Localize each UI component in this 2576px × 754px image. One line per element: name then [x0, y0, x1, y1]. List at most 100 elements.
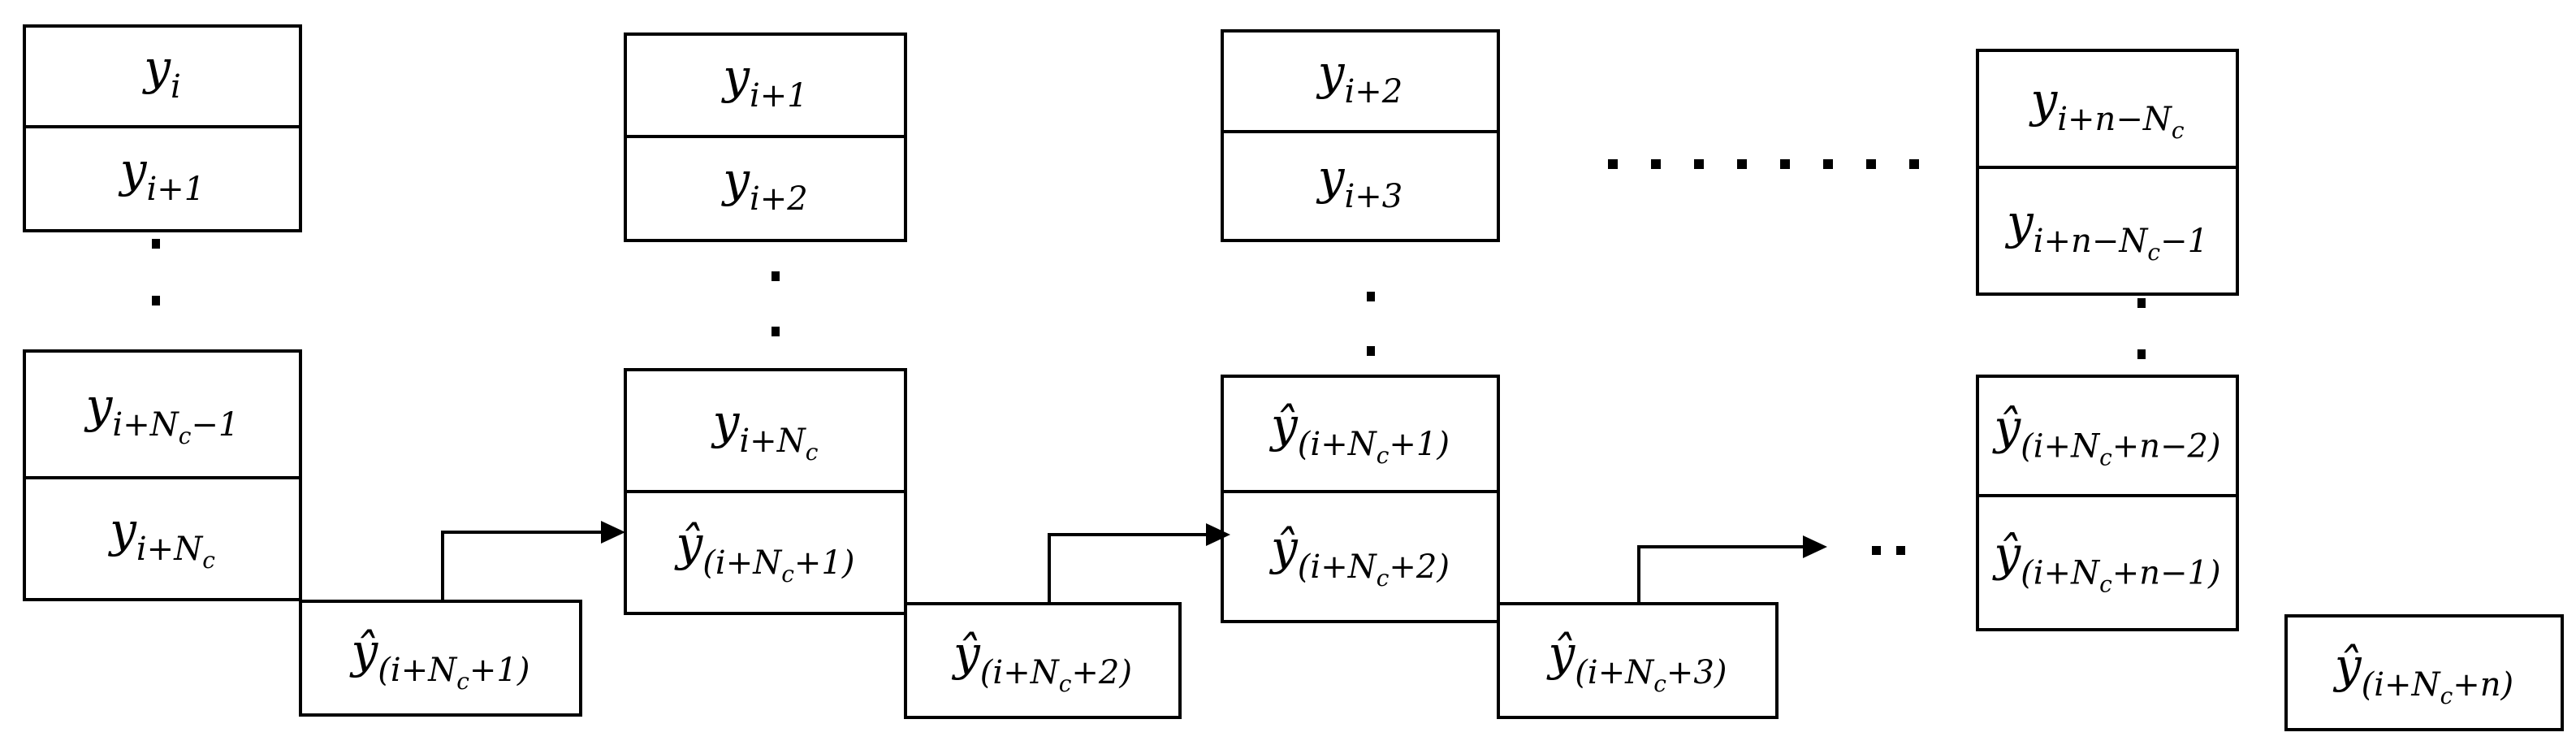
stage-3: yi+2yi+3ŷ(i+Nc+1)ŷ(i+Nc+2)ŷ(i+Nc+3) — [1221, 29, 1779, 719]
stage-2-prediction: ŷ(i+Nc+2) — [904, 602, 1182, 719]
window-cell-box — [624, 490, 907, 615]
stage-3-cell-1: yi+2 — [1221, 29, 1500, 133]
window-cell-label-subscript-tail: +n−2) — [2112, 428, 2221, 466]
vertical-ellipsis-dot — [772, 327, 780, 336]
stage-2-cell-1: yi+1 — [624, 32, 907, 138]
window-cell-label-subscript: i — [171, 68, 181, 106]
window-cell-box — [1221, 130, 1500, 242]
window-cell-box — [23, 24, 302, 128]
window-cell-label-subscript: (i+N — [2021, 428, 2101, 466]
window-cell-label-base: ŷ — [1269, 520, 1299, 575]
window-cell-label: yi+n−Nc — [2028, 72, 2184, 143]
window-cell-label-base: ŷ — [1991, 526, 2021, 582]
window-cell-label-sub-subscript: c — [1377, 565, 1390, 592]
stage-1-prediction: ŷ(i+Nc+1) — [299, 600, 582, 717]
stage-3-cell-3: ŷ(i+Nc+1) — [1221, 375, 1500, 493]
window-cell-label-sub-subscript: c — [179, 422, 192, 449]
window-cell-label-base: y — [107, 502, 137, 557]
window-cell-label: ŷ(i+Nc+1) — [1269, 397, 1450, 468]
window-cell-label-base: ŷ — [674, 516, 704, 571]
window-cell-label-base: y — [84, 378, 114, 433]
window-cell-label: yi+Nc−1 — [84, 378, 240, 448]
horizontal-ellipsis-dot — [1823, 159, 1833, 169]
stage-1-cell-1: yi — [23, 24, 302, 128]
window-cell-box — [1976, 494, 2239, 631]
arrows-layer — [441, 521, 1827, 604]
window-cell-box — [624, 32, 907, 138]
window-cell-label-base: y — [2028, 72, 2058, 128]
window-cell-label-subscript: i+3 — [1345, 178, 1403, 215]
arrow-head-icon — [601, 521, 625, 544]
vertical-ellipsis-dot — [152, 239, 160, 249]
horizontal-ellipsis-dot — [1651, 159, 1661, 169]
window-cell-label-sub-subscript: c — [806, 439, 819, 466]
vertical-ellipsis-dot — [2137, 298, 2146, 308]
prediction-label-subscript: (i+N — [2362, 666, 2442, 704]
prediction-box — [904, 602, 1182, 719]
stage-4-cell-3: ŷ(i+Nc+n−2) — [1976, 375, 2239, 497]
feedback-arrow-line — [1048, 533, 1214, 604]
stage-4-cell-2: yi+n−Nc−1 — [1976, 166, 2239, 296]
window-cell-label-subscript-tail: +1) — [794, 544, 855, 582]
window-cell-box — [1221, 490, 1500, 623]
prediction-label-subscript-tail: +n) — [2453, 666, 2513, 704]
prediction-label-subscript: (i+N — [1575, 654, 1655, 691]
vertical-ellipsis-dot — [1367, 292, 1375, 301]
stage-4-cell-1: yi+n−Nc — [1976, 49, 2239, 169]
prediction-label-subscript-tail: +1) — [469, 652, 530, 689]
prediction-label-sub-subscript: c — [2440, 682, 2453, 709]
window-cell-box — [1976, 49, 2239, 169]
prediction-label-sub-subscript: c — [1653, 670, 1666, 697]
window-cell-label-base: y — [711, 394, 741, 449]
window-cell-label-subscript-tail: −1 — [191, 406, 239, 444]
window-cell-label-subscript: i+2 — [1345, 73, 1403, 110]
window-cell-label-subscript-tail: +2) — [1389, 548, 1450, 586]
window-cell-label-subscript: i+1 — [147, 171, 205, 208]
window-cell-label-subscript: (i+N — [1298, 548, 1378, 586]
prediction-label: ŷ(i+Nc+n) — [2332, 638, 2513, 708]
continuation-dot — [1872, 546, 1881, 555]
window-cell-label-base: y — [141, 40, 171, 95]
window-cell-label: yi+2 — [720, 152, 808, 218]
window-cell-label-base: y — [1316, 45, 1346, 100]
window-cell-label: yi+2 — [1316, 45, 1403, 110]
prediction-label-subscript-tail: +3) — [1666, 654, 1727, 691]
vertical-ellipsis-dot — [2137, 349, 2146, 359]
prediction-label-sub-subscript: c — [1059, 670, 1072, 697]
stage-2: yi+1yi+2yi+Ncŷ(i+Nc+1)ŷ(i+Nc+2) — [624, 32, 1182, 719]
window-cell-label-sub-subscript: c — [2172, 117, 2185, 144]
vertical-ellipsis-dot — [152, 296, 160, 306]
window-cell-label-subscript: i+N — [112, 406, 179, 444]
horizontal-ellipsis-dot — [1737, 159, 1747, 169]
window-cell-box — [1976, 166, 2239, 296]
horizontal-ellipsis-dot — [1909, 159, 1919, 169]
prediction-box — [2284, 614, 2564, 731]
window-cell-label-subscript: i+n−N — [2034, 223, 2150, 260]
window-cell-label-base: y — [720, 49, 750, 104]
stage-4: yi+n−Ncyi+n−Nc−1ŷ(i+Nc+n−2)ŷ(i+Nc+n−1)ŷ(… — [1976, 49, 2564, 731]
ellipsis-layer — [1608, 159, 1919, 555]
prediction-label-base: ŷ — [349, 623, 379, 678]
prediction-label: ŷ(i+Nc+1) — [349, 623, 530, 694]
window-cell-box — [624, 135, 907, 242]
prediction-label-subscript: (i+N — [378, 652, 458, 689]
stage-2-cell-3: yi+Nc — [624, 368, 907, 493]
window-cell-label: yi — [141, 40, 181, 106]
window-cell-label-subscript: (i+N — [1298, 426, 1378, 463]
window-cell-label-base: y — [720, 152, 750, 207]
horizontal-ellipsis-dot — [1608, 159, 1618, 169]
window-cell-label-base: ŷ — [1269, 397, 1299, 453]
window-cell-label-base: ŷ — [1991, 400, 2021, 455]
window-cell-label-sub-subscript: c — [202, 547, 215, 574]
window-cell-box — [23, 476, 302, 601]
prediction-label-sub-subscript: c — [456, 668, 469, 695]
stage-4-prediction: ŷ(i+Nc+n) — [2284, 614, 2564, 731]
stage-4-cell-4: ŷ(i+Nc+n−1) — [1976, 494, 2239, 631]
prediction-label: ŷ(i+Nc+3) — [1546, 626, 1727, 696]
window-cell-label: yi+n−Nc−1 — [2004, 194, 2208, 265]
prediction-label-subscript: (i+N — [980, 654, 1061, 691]
stage-2-cell-4: ŷ(i+Nc+1) — [624, 490, 907, 615]
window-cell-box — [624, 368, 907, 493]
feedback-arrow-line — [1637, 545, 1811, 604]
